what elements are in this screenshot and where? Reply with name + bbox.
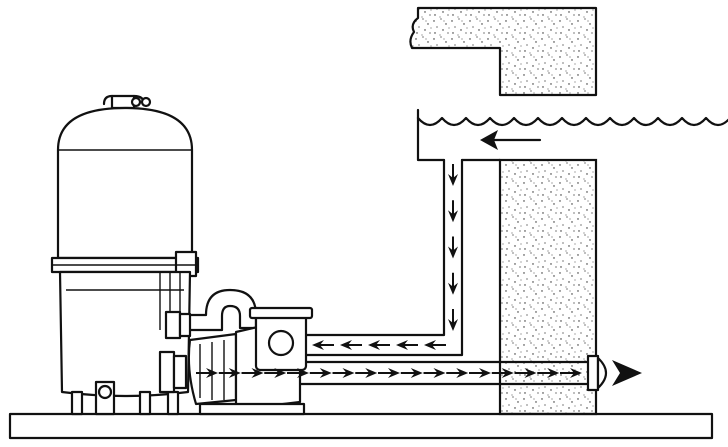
water-surface xyxy=(416,116,728,127)
equipment-pad xyxy=(8,412,714,440)
flow-arrow-icon xyxy=(446,368,469,378)
flow-arrow-icon xyxy=(264,368,287,378)
pool-water xyxy=(416,108,728,162)
pool-coping xyxy=(409,6,598,97)
flow-arrow-icon xyxy=(396,340,418,350)
pool-wall xyxy=(498,158,598,416)
flow-arrow-icon xyxy=(287,368,309,378)
flow-arrow-icon xyxy=(400,368,423,378)
flow-arrow-icon xyxy=(309,368,332,378)
flow-arrow-icon xyxy=(469,368,491,378)
basin-outline xyxy=(416,108,446,162)
flow-arrow-icon xyxy=(355,368,378,378)
flow-arrow-icon xyxy=(241,368,264,378)
flow-arrow-icon xyxy=(448,164,458,186)
flow-arrow-icon xyxy=(332,368,355,378)
flow-arrowhead-icon xyxy=(612,360,642,386)
flow-arrow-icon xyxy=(448,236,458,259)
flow-arrow-icon xyxy=(218,368,241,378)
flow-arrow-icon xyxy=(424,340,446,350)
filter-tank xyxy=(50,94,200,416)
flow-arrow-icon xyxy=(448,309,458,331)
flow-arrow-icon xyxy=(196,368,218,378)
flow-arrow-icon xyxy=(491,368,514,378)
pump xyxy=(158,288,314,416)
flow-arrow-icon xyxy=(448,200,458,223)
flow-arrow-icon xyxy=(448,272,458,295)
flow-arrow-icon xyxy=(560,368,582,378)
flow-arrows xyxy=(196,164,582,378)
flow-arrow-icon xyxy=(340,340,362,350)
suction-pipe xyxy=(303,158,464,357)
flow-arrow-icon xyxy=(537,368,560,378)
flow-arrow-icon xyxy=(514,368,537,378)
return-inlet-fitting xyxy=(586,354,608,392)
return-pipe xyxy=(290,360,590,386)
surface-flow-arrow-icon xyxy=(480,130,542,150)
flow-arrow-icon xyxy=(423,368,446,378)
flow-arrow-icon xyxy=(378,368,400,378)
flow-arrow-icon xyxy=(312,340,334,350)
flow-arrow-icon xyxy=(368,340,390,350)
